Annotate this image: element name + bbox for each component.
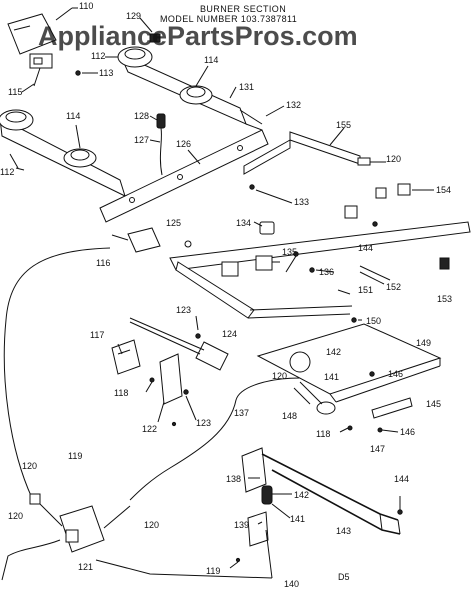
part-label-152: 152 xyxy=(386,282,401,292)
part-label-124: 124 xyxy=(222,329,237,339)
part-label-113: 113 xyxy=(99,68,113,78)
part-label-150: 150 xyxy=(366,316,381,326)
part-label-140: 140 xyxy=(284,579,299,589)
oven-burner-parts xyxy=(299,381,413,433)
model-number: MODEL NUMBER 103.7387811 xyxy=(160,14,297,24)
part-label-116: 116 xyxy=(96,258,110,268)
tubing-left xyxy=(3,247,111,499)
broil-burner-parts xyxy=(241,447,403,535)
part-label-120-rear: 120 xyxy=(386,154,401,164)
part-label-128: 128 xyxy=(134,111,149,121)
part-label-132: 132 xyxy=(286,100,301,110)
part-label-121: 121 xyxy=(78,562,93,572)
part-label-133: 133 xyxy=(294,197,309,207)
part-label-143: 143 xyxy=(336,526,351,536)
part-label-135: 135 xyxy=(282,247,297,257)
heat-shield-plate xyxy=(7,7,73,55)
part-label-145: 145 xyxy=(426,399,441,409)
part-label-123-lower: 123 xyxy=(196,418,211,428)
part-label-138: 138 xyxy=(226,474,241,484)
part-label-120-left: 120 xyxy=(22,461,37,471)
heat-deflector xyxy=(256,323,442,403)
part-label-147: 147 xyxy=(370,444,385,454)
screw-133 xyxy=(249,184,255,190)
part-label-112-lower: 112 xyxy=(0,167,14,177)
spark-generator xyxy=(129,317,229,395)
part-label-141-upper: 141 xyxy=(324,372,339,382)
fitting-120-left xyxy=(29,493,41,505)
part-label-144-lower: 144 xyxy=(394,474,409,484)
manifold-bracket xyxy=(99,129,269,223)
figure-code: D5 xyxy=(338,572,350,582)
pressure-regulator xyxy=(1,503,131,581)
part-label-136: 136 xyxy=(319,267,334,277)
part-label-120-far-left: 120 xyxy=(8,511,23,521)
part-label-153: 153 xyxy=(437,294,452,304)
part-label-139: 139 xyxy=(234,520,249,530)
part-label-148: 148 xyxy=(282,411,297,421)
watermark: AppliancePartsPros.com xyxy=(38,21,358,51)
part-label-114-upper: 114 xyxy=(204,55,218,65)
part-label-146-upper: 146 xyxy=(388,369,403,379)
upper-burner-assembly xyxy=(105,46,263,131)
part-label-120-mid: 120 xyxy=(272,371,287,381)
part-label-115: 115 xyxy=(8,87,22,97)
part-label-125: 125 xyxy=(166,218,181,228)
part-label-129: 129 xyxy=(126,11,141,21)
part-label-122: 122 xyxy=(142,424,157,434)
part-label-134: 134 xyxy=(236,218,251,228)
part-label-119-lower: 119 xyxy=(206,566,220,576)
part-label-127: 127 xyxy=(134,135,149,145)
part-label-142-upper: 142 xyxy=(326,347,341,357)
part-label-137: 137 xyxy=(234,408,249,418)
exploded-view-art xyxy=(0,7,471,581)
part-label-118-left: 118 xyxy=(114,388,128,398)
part-label-118-right: 118 xyxy=(316,429,330,439)
part-label-151: 151 xyxy=(358,285,373,295)
part-label-142-lower: 142 xyxy=(294,490,309,500)
part-label-144-mid: 144 xyxy=(358,243,373,253)
rear-valves xyxy=(344,157,434,219)
part-label-110: 110 xyxy=(79,1,93,11)
leader-lines xyxy=(15,7,399,569)
part-label-155: 155 xyxy=(336,120,351,130)
part-label-119-upper: 119 xyxy=(68,451,82,461)
part-label-141-lower: 141 xyxy=(290,514,305,524)
lower-burner-assembly xyxy=(0,109,126,197)
part-label-114-lower: 114 xyxy=(66,111,80,121)
part-label-131: 131 xyxy=(239,82,254,92)
part-label-149: 149 xyxy=(416,338,431,348)
orifice-153 xyxy=(439,257,450,270)
rear-rail xyxy=(243,127,361,175)
part-label-120-bottom: 120 xyxy=(144,520,159,530)
part-label-123-upper: 123 xyxy=(176,305,191,315)
diagram-title: BURNER SECTION xyxy=(200,4,286,14)
part-label-117: 117 xyxy=(90,330,104,340)
clip-129 xyxy=(139,17,161,43)
part-callouts: 110 129 112 114 113 115 131 132 128 114 … xyxy=(0,1,452,589)
gas-manifold xyxy=(169,221,471,319)
part-label-146-lower: 146 xyxy=(400,427,415,437)
control-brackets xyxy=(111,339,183,427)
switch-block xyxy=(29,53,81,87)
tubing-137 xyxy=(129,377,301,501)
part-label-112-upper: 112 xyxy=(91,51,105,61)
part-label-126: 126 xyxy=(176,139,191,149)
burner-valves xyxy=(111,221,378,323)
igniter xyxy=(149,113,166,176)
bracket-139 xyxy=(95,511,273,579)
part-label-154: 154 xyxy=(436,185,451,195)
